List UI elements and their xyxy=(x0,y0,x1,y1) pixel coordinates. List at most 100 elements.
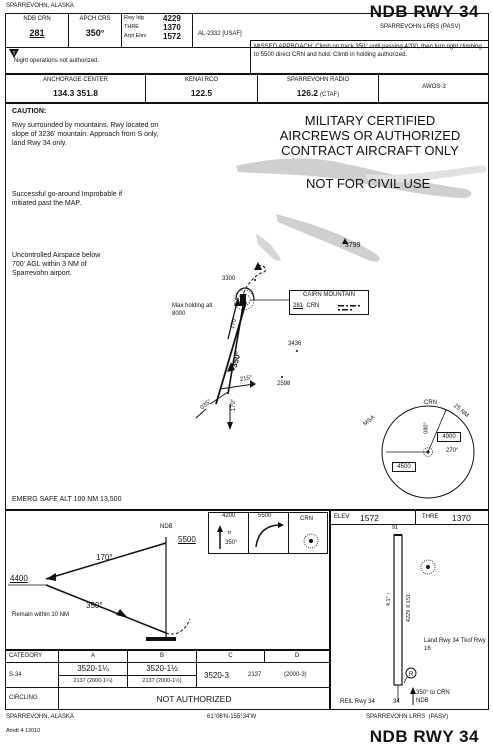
runway-dimensions: 4229 X 151 xyxy=(406,593,413,623)
profile-course-350: 350° xyxy=(86,601,103,610)
briefing-strip xyxy=(5,13,489,74)
category-a: A xyxy=(90,653,95,659)
plan-view-graphics xyxy=(195,158,486,499)
night-operations-note: Night operations not authorized. xyxy=(14,58,100,64)
missed-approach-icons xyxy=(208,512,328,554)
category-d: D xyxy=(294,653,300,659)
peak-elevation-3436: 3436 xyxy=(288,341,302,347)
max-holding-note: Max holding alt 8000 xyxy=(172,303,213,317)
runway-end-91: 91 xyxy=(392,525,399,531)
thre-value: 1370 xyxy=(163,23,181,32)
icon-alt-5500: 5500 xyxy=(258,513,272,519)
circling-label: CIRCLING xyxy=(9,695,38,701)
thre-label: THRE xyxy=(124,24,139,30)
plan-view xyxy=(5,103,489,510)
msa-bearing-080: 080° xyxy=(423,422,430,434)
profile-graphics xyxy=(8,522,319,641)
caution-title: CAUTION: xyxy=(12,108,47,115)
ndb-label: NDB CRN xyxy=(23,16,51,22)
rwy-ldg-label: Rwy Idg xyxy=(124,15,144,21)
cat-b-minimums: 3520-1½ xyxy=(146,664,178,673)
fix-name: CAIRN MOUNTAIN xyxy=(303,292,355,298)
profile-alt-4400: 4400 xyxy=(10,574,28,583)
peak-elevation-3300: 3300 xyxy=(222,276,236,282)
reil-note: REIL Rwy 34 xyxy=(340,699,375,705)
fix-frequency: 281 CRN xyxy=(293,303,320,309)
anchorage-center-label: ANCHORAGE CENTER xyxy=(42,77,108,83)
military-notice: MILITARY CERTIFIED AIRCREWS OR AUTHORIZE… xyxy=(279,113,461,158)
not-for-civil-use: NOT FOR CIVIL USE xyxy=(306,176,431,191)
footer-procedure: NDB RWY 34 xyxy=(369,727,479,746)
non-standard-minimums-icon: T xyxy=(9,49,19,58)
chart-id: AL-2332 [USAF] xyxy=(198,31,242,37)
header-airport: SPARREVOHN LRRS (PASV) xyxy=(380,24,461,30)
airport-graphics: R xyxy=(393,534,436,705)
s34-label: S-34 xyxy=(9,672,22,678)
cairn-mountain-fix-box xyxy=(289,290,369,315)
cat-cd-hat: 2137 xyxy=(248,672,262,678)
peak-elevation-3799: 3799 xyxy=(345,242,361,249)
awos-label: AWOS-3 xyxy=(422,84,446,90)
svg-text:R: R xyxy=(409,672,414,678)
apch-crs: 350° xyxy=(85,28,105,38)
footer-amendment: Amdt 4 13010 xyxy=(6,728,41,734)
apch-crs-label: APCH CRS xyxy=(79,16,111,22)
remain-within-note: Remain within 10 NM xyxy=(12,612,70,618)
category-c: C xyxy=(228,653,233,659)
kenai-rco-label: KENAI RCO xyxy=(184,77,218,83)
airport-elev-label: ELEV xyxy=(334,514,350,520)
icon-track-label: tr xyxy=(228,530,232,536)
svg-text:T: T xyxy=(12,51,15,57)
ndb-frequency: 281 xyxy=(29,28,45,38)
goaround-note: Successful go-around Improbable if initi… xyxy=(12,191,123,207)
sparrevohn-radio-freq: 126.2 (CTAF) xyxy=(296,88,340,98)
profile-view xyxy=(5,510,330,650)
icon-alt-4200: 4200 xyxy=(222,513,236,519)
kenai-rco-freq: 122.5 xyxy=(190,88,213,98)
minimums-table xyxy=(5,650,330,710)
morse-code-icon xyxy=(338,305,360,311)
cat-a-hat: 2137 (2000-1¼) xyxy=(73,678,113,684)
cat-cd-paren: (2000-3) xyxy=(284,672,307,678)
category-label: CATEGORY xyxy=(9,653,43,659)
arpt-elev: 1572 xyxy=(163,32,181,41)
footer-coordinates: 61°06'N-155°34'W xyxy=(207,714,257,720)
sparrevohn-radio-label: SPARREVOHN RADIO xyxy=(286,77,350,83)
emergency-safe-altitude: EMERG SAFE ALT 100 NM 13,500 xyxy=(12,496,122,503)
icon-crn-label: CRN xyxy=(300,516,313,522)
profile-ndb-label: NDB xyxy=(160,524,173,530)
airport-elev: 1572 xyxy=(360,513,379,523)
airport-diagram xyxy=(330,510,489,710)
cat-a-minimums: 3520-1¼ xyxy=(77,664,109,673)
msa-fix: CRN xyxy=(424,400,437,406)
header-procedure: NDB RWY 34 xyxy=(369,2,479,21)
runway-number-34: 34 xyxy=(393,699,400,705)
missed-approach-text: MISSED APPROACH: Climb on track 350° unt… xyxy=(254,44,482,58)
comms-strip xyxy=(5,74,489,103)
icon-track-350: 350° xyxy=(225,540,238,546)
land-takeoff-note: Land Rwy 34 Tkof Rwy 16 xyxy=(424,638,486,652)
airport-thre-label: THRE xyxy=(422,514,439,520)
cat-cd-minimums: 3520-3 xyxy=(204,671,229,680)
airport-missed-note: 350° to CRN NDB xyxy=(416,690,450,704)
footer-airport: SPARREVOHN LRRS (PASV) xyxy=(366,714,449,720)
anchorage-center-freqs: 134.3 351.8 xyxy=(53,88,98,98)
cat-b-hat: 2137 (2000-1½) xyxy=(142,678,182,684)
peak-elevation-2598: 2598 xyxy=(277,381,291,387)
airspace-note: Uncontrolled Airspace below 700' AGL wit… xyxy=(12,252,101,277)
arpt-elev-label: Arpt Elev xyxy=(124,33,147,39)
msa-bearing-270: 270° xyxy=(446,448,459,454)
circling-value: NOT AUTHORIZED xyxy=(156,694,232,704)
msa-sector-4900: 4900 xyxy=(437,432,461,442)
category-b: B xyxy=(159,653,164,659)
rwy-ldg: 4229 xyxy=(163,14,181,23)
profile-alt-5500: 5500 xyxy=(178,535,196,544)
footer-location: SPARREVOHN, ALASKA xyxy=(6,714,74,720)
header-location: SPARREVOHN, ALASKA xyxy=(6,3,74,9)
msa-sector-4500: 4500 xyxy=(392,462,416,472)
caution-text: Rwy surrounded by mountains. Rwy located… xyxy=(12,122,159,147)
runway-heading: 4.1° ↑ xyxy=(386,591,393,607)
airport-thre: 1370 xyxy=(452,513,471,523)
course-170-inbound: 170° xyxy=(231,398,238,412)
profile-course-170: 170° xyxy=(96,553,113,562)
